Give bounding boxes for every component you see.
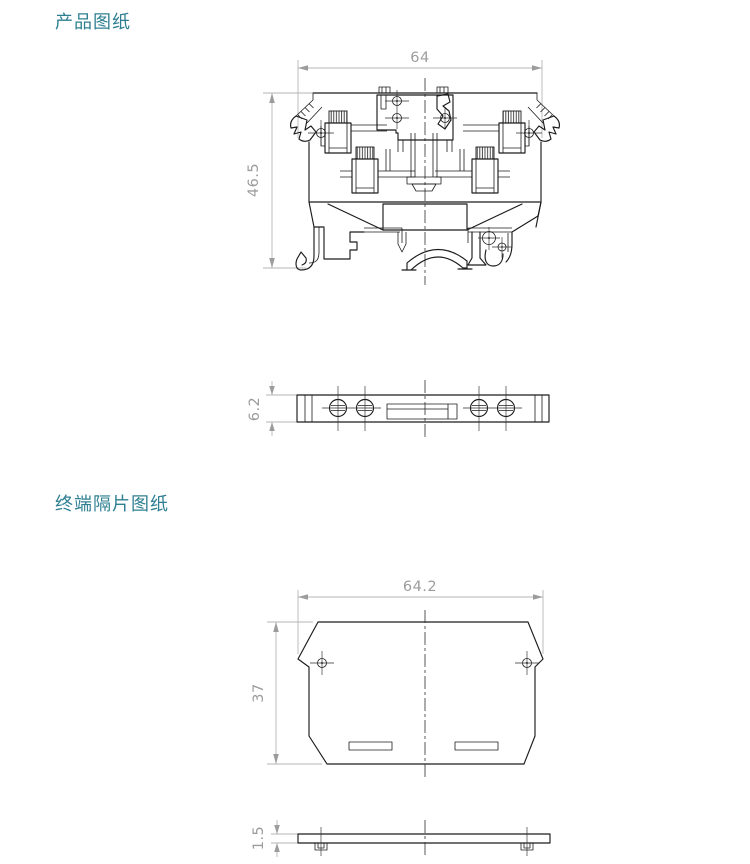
terminal-block-bottom-view-drawing: 6.2 [247,380,550,437]
separator-slot-right [454,741,499,751]
dim-label-sep-thickness: 1.5 [251,826,267,851]
separator-strip [297,833,551,844]
dim-height: 46.5 [246,92,312,269]
din-rail-foot [295,201,542,271]
separator-tabs [314,843,534,851]
dim-label-bottom-height: 6.2 [247,397,263,422]
dim-label-height: 46.5 [246,163,262,197]
terminal-body [308,86,542,231]
base-strip [296,394,550,423]
separator-drawing-heading: 终端隔片图纸 [55,494,169,515]
dim-width: 64.2 [297,579,544,654]
separator-side-view-drawing: 1.5 [251,820,551,858]
dim-label-width: 64 [410,50,429,66]
separator-outline [297,621,544,765]
product-drawing-heading: 产品图纸 [55,12,131,33]
dim-width: 64 [297,50,543,138]
mounting-screws [322,386,522,431]
clamp-assembly-half [289,93,415,231]
separator-holes [310,651,539,675]
separator-front-view-drawing: 64.2 37 [251,579,544,777]
dim-label-sep-height: 37 [251,683,267,702]
terminal-block-front-view-drawing: 64 46.5 [246,50,561,285]
dim-thickness: 6.2 [247,381,298,436]
dim-thickness: 1.5 [251,820,298,857]
separator-slot-left [348,741,393,751]
center-slot [386,403,458,420]
dim-label-sep-width: 64.2 [403,579,437,595]
dim-height: 37 [251,621,322,765]
